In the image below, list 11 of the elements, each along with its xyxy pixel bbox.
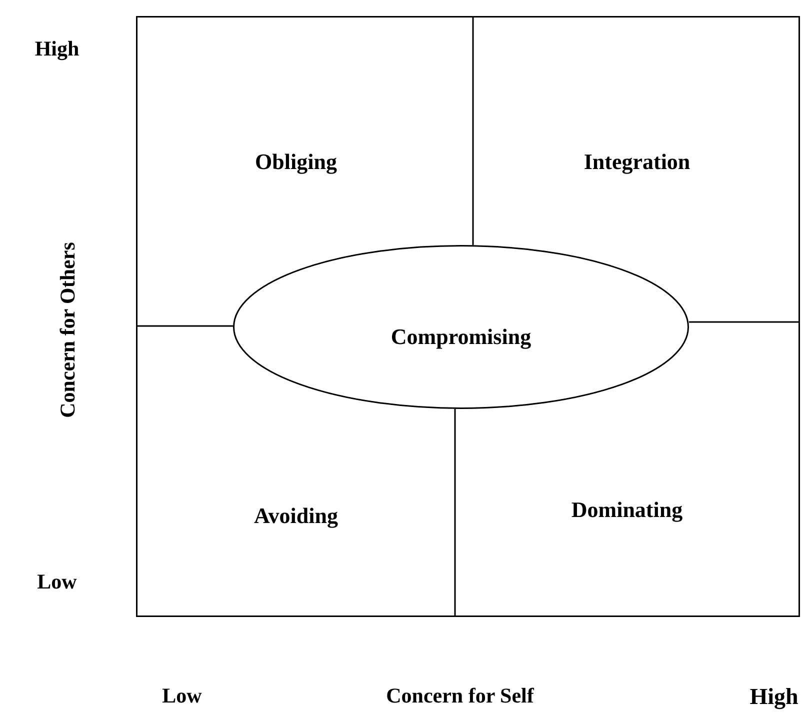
axis-level-label: High [750, 684, 798, 710]
region-label: Avoiding [254, 503, 338, 529]
region-label: Dominating [571, 497, 683, 523]
axis-level-label: High [34, 36, 80, 62]
region-label: Integration [584, 149, 690, 175]
axis-level-label: Low [37, 570, 77, 594]
axis-title: Concern for Others [56, 242, 80, 418]
region-label: Obliging [255, 149, 337, 175]
axis-title: Concern for Self [386, 684, 534, 708]
axis-level-label: Low [162, 684, 202, 708]
region-label: Compromising [390, 324, 532, 350]
